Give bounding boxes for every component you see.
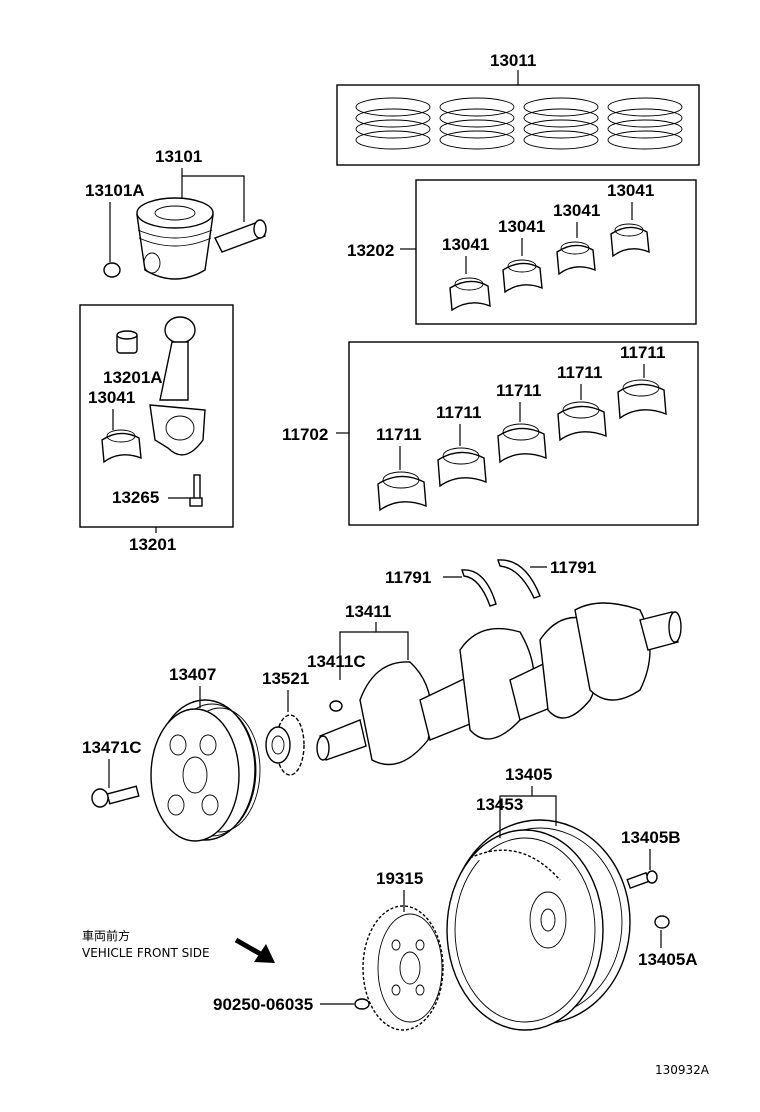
piston-ring-stack	[355, 97, 431, 150]
label-13201A: 13201A	[103, 368, 163, 387]
rod-bearing-shell	[610, 223, 650, 258]
label-13411C: 13411C	[307, 652, 366, 671]
rod-bearing-set-group	[400, 179, 697, 325]
label-11702: 11702	[282, 425, 328, 444]
label-13101: 13101	[155, 147, 202, 166]
label-13405B: 13405B	[621, 828, 681, 847]
flywheel-bolt	[626, 870, 658, 890]
label-13041-b: 13041	[498, 217, 545, 236]
label-13265: 13265	[112, 488, 159, 507]
dowel-pin	[354, 998, 370, 1010]
label-13201: 13201	[129, 535, 176, 554]
flywheel	[446, 819, 631, 1031]
front-note-en: VEHICLE FRONT SIDE	[82, 946, 210, 960]
label-11791-right: 11791	[550, 558, 596, 577]
main-bearing-shell	[437, 447, 487, 488]
label-13405A: 13405A	[638, 950, 698, 969]
label-90250-06035: 90250-06035	[213, 995, 313, 1014]
label-13101A: 13101A	[85, 181, 145, 200]
piston-pin	[214, 219, 267, 253]
crankshaft-pulley	[150, 699, 261, 842]
rod-bearing-shell	[101, 429, 142, 464]
label-13471C: 13471C	[82, 738, 142, 757]
main-bearing-shell	[377, 471, 427, 512]
label-19315: 19315	[376, 869, 423, 888]
main-bearing-shell	[557, 401, 607, 442]
main-bearing-set-group	[336, 341, 699, 526]
label-13407: 13407	[169, 665, 216, 684]
label-13453: 13453	[476, 795, 523, 814]
pulley-bolt	[91, 785, 140, 808]
thrust-washer-left	[461, 569, 497, 607]
label-13041-d: 13041	[607, 181, 654, 200]
label-11791-left: 11791	[385, 568, 431, 587]
label-13202: 13202	[347, 241, 394, 260]
figure-id: 130932A	[655, 1063, 710, 1077]
label-13521: 13521	[262, 669, 309, 688]
label-13011: 13011	[490, 51, 536, 70]
crankshaft-timing-gear	[265, 714, 305, 776]
rod-bolt	[189, 474, 203, 507]
crankshaft-timing-rotor	[362, 905, 444, 1031]
label-13411: 13411	[345, 602, 391, 621]
rod-bearing-shell	[502, 259, 543, 294]
front-direction-arrow	[234, 937, 275, 963]
piston-ring-stack	[439, 97, 515, 150]
flywheel-pin	[654, 915, 670, 929]
piston-ring-set-group	[336, 70, 700, 166]
front-note-jp: 車両前方	[82, 928, 130, 943]
rod-bearing-set-box	[415, 179, 697, 325]
label-13041-c: 13041	[553, 201, 600, 220]
thrust-washer-right	[497, 559, 541, 599]
connecting-rod-group	[79, 304, 234, 533]
label-11711-a: 11711	[376, 425, 421, 444]
connecting-rod	[149, 316, 206, 456]
label-13041-rod: 13041	[88, 388, 135, 407]
rod-bearing-shell	[556, 241, 596, 276]
label-11711-d: 11711	[557, 363, 602, 382]
flywheel-ring-gear	[469, 849, 561, 881]
small-end-bushing	[116, 330, 138, 354]
crankshaft	[316, 602, 682, 766]
label-11711-e: 11711	[620, 343, 665, 362]
label-11711-c: 11711	[496, 381, 541, 400]
main-bearing-shell	[617, 379, 667, 420]
label-11711-b: 11711	[436, 403, 481, 422]
main-bearing-shell	[497, 423, 547, 464]
label-13041-a: 13041	[442, 235, 489, 254]
piston-ring-stack	[523, 97, 599, 150]
piston	[136, 197, 214, 280]
piston-ring-stack	[607, 97, 683, 150]
piston-ring-set-box	[336, 84, 700, 166]
rod-bearing-shell	[449, 277, 491, 312]
crankshaft-key	[329, 700, 343, 712]
piston-pin-snap-ring	[103, 262, 121, 278]
label-13405: 13405	[505, 765, 552, 784]
